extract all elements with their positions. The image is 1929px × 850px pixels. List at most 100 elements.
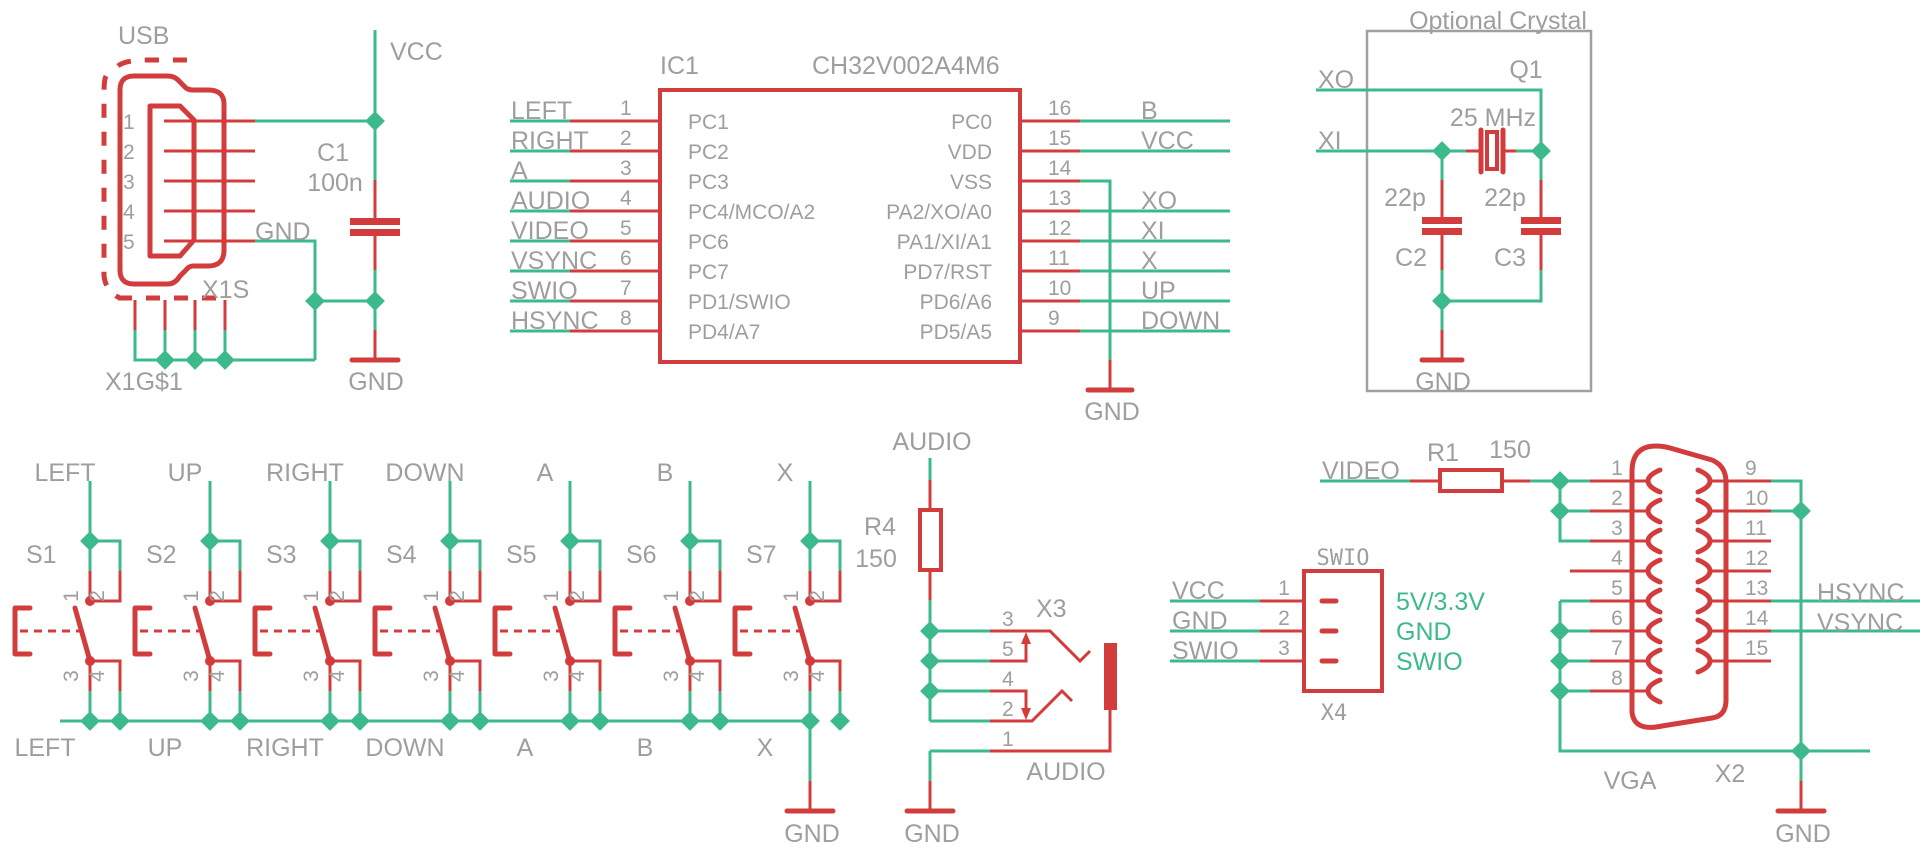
crystal-wires [1316,88,1543,180]
capacitor-c1[interactable]: C1 100n [307,139,400,301]
vga-label: VGA [1604,767,1657,795]
switch-pin-number: 1 [60,590,83,602]
ic1-pin-function: PA1/XI/A1 [897,231,992,254]
junction [215,350,235,370]
switch-net-bottom: A [517,734,534,762]
x4-net-label: VCC [1172,577,1225,605]
ic1-pin-number: 11 [1048,247,1070,270]
usb-name: X1S [202,276,249,304]
svg-text:5: 5 [123,231,135,254]
switch-name: S5 [506,541,537,569]
vga-pin-number: 14 [1745,607,1769,630]
switch-pin-number: 2 [326,590,349,602]
switch-net-bottom: DOWN [365,734,444,762]
r4-name: R4 [864,513,896,541]
ic1-pin-number: 3 [620,157,632,180]
svg-text:4: 4 [1002,668,1014,691]
x3-label: AUDIO [1026,758,1105,786]
crystal-q1[interactable]: XO XI Q1 25 MHz [1316,56,1551,180]
ic1-net-label: SWIO [511,277,578,305]
ic1-net-label: VCC [1141,127,1194,155]
svg-text:GND: GND [348,368,404,396]
ic1-gnd-label: GND [1084,398,1140,426]
junction [590,711,610,731]
ic1-pin-number: 5 [620,217,632,240]
xo-label: XO [1318,66,1354,94]
vga-pin-number: 9 [1745,457,1757,480]
gnd-symbol-usb: GND [348,330,404,396]
ic1-pin-function: PD4/A7 [688,321,760,344]
switch-name: S3 [266,541,297,569]
c2-name: C2 [1395,244,1427,272]
junction [320,531,340,551]
junction [920,651,940,671]
ic1-pin-function: VSS [950,171,992,194]
switch-pin-number: 4 [86,670,109,682]
ic1-net-label: X [1141,247,1158,275]
junction [800,531,820,551]
switch-gnd-label: GND [784,820,840,848]
ic1-net-label: RIGHT [511,127,589,155]
resistor-r1[interactable]: VIDEO R1 150 [1320,436,1531,493]
gnd-symbol-audio: GND [904,781,960,848]
usb-shield-name: X1G$1 [105,368,183,396]
switch-net-bottom: UP [148,734,183,762]
vga-pin-number: 3 [1611,517,1623,540]
ic1-name: IC1 [660,52,699,80]
junction [1531,141,1551,161]
capacitor-c2[interactable]: 22p C2 [1384,180,1462,272]
switch-net-bottom: B [637,734,654,762]
switch-net-bottom: RIGHT [246,734,324,762]
ic1-pin-function: PD5/A5 [920,321,992,344]
x2-name: X2 [1715,760,1746,788]
switch-pin-number: 3 [300,670,323,682]
gnd-symbol-crystal: GND [1415,270,1543,396]
audio-jack-x3[interactable]: X3 3 5 4 2 1 AUDIO [990,595,1117,786]
ic1-pin-function: PD7/RST [903,261,992,284]
vga-pin-number: 12 [1745,547,1768,570]
svg-text:3: 3 [1002,608,1014,631]
vss-wire [1080,179,1112,360]
capacitor-c3[interactable]: 22p C3 [1484,180,1561,272]
switch-net-bottom: X [757,734,774,762]
ic1-pin-number: 10 [1048,277,1071,300]
switch-net-top: UP [168,459,203,487]
switch-net-top: LEFT [34,459,95,487]
ic1-pin-number: 12 [1048,217,1071,240]
switch-pin-number: 2 [86,590,109,602]
svg-text:2: 2 [1002,698,1014,721]
vcc-wire [255,30,377,180]
ic1-pin-number: 4 [620,187,632,210]
switch-pin-number: 3 [780,670,803,682]
vsync-label: VSYNC [1817,609,1903,637]
junction [470,711,490,731]
switch-pin-number: 3 [420,670,443,682]
ic1-net-label: VIDEO [511,217,589,245]
x4-net-label: GND [1172,607,1228,635]
ic1-pin-function: VDD [948,141,992,164]
ic1-net-label: UP [1141,277,1176,305]
x4-pin-note: 5V/3.3V [1396,588,1485,616]
resistor-r4[interactable]: R4 150 [855,480,943,600]
usb-connector[interactable]: USB 1 2 3 4 5 X1S X1G$1 [101,22,315,396]
x4-pin-number: 1 [1278,577,1290,600]
usb-outline-dashed [101,57,200,301]
vga-pin-number: 2 [1611,487,1623,510]
svg-text:3: 3 [123,171,135,194]
ic1-pin-function: PA2/XO/A0 [886,201,992,224]
ic1-net-label: DOWN [1141,307,1220,335]
optional-crystal-frame: Optional Crystal [1365,7,1593,393]
vga-pin-number: 5 [1611,577,1623,600]
c3-name: C3 [1494,244,1526,272]
